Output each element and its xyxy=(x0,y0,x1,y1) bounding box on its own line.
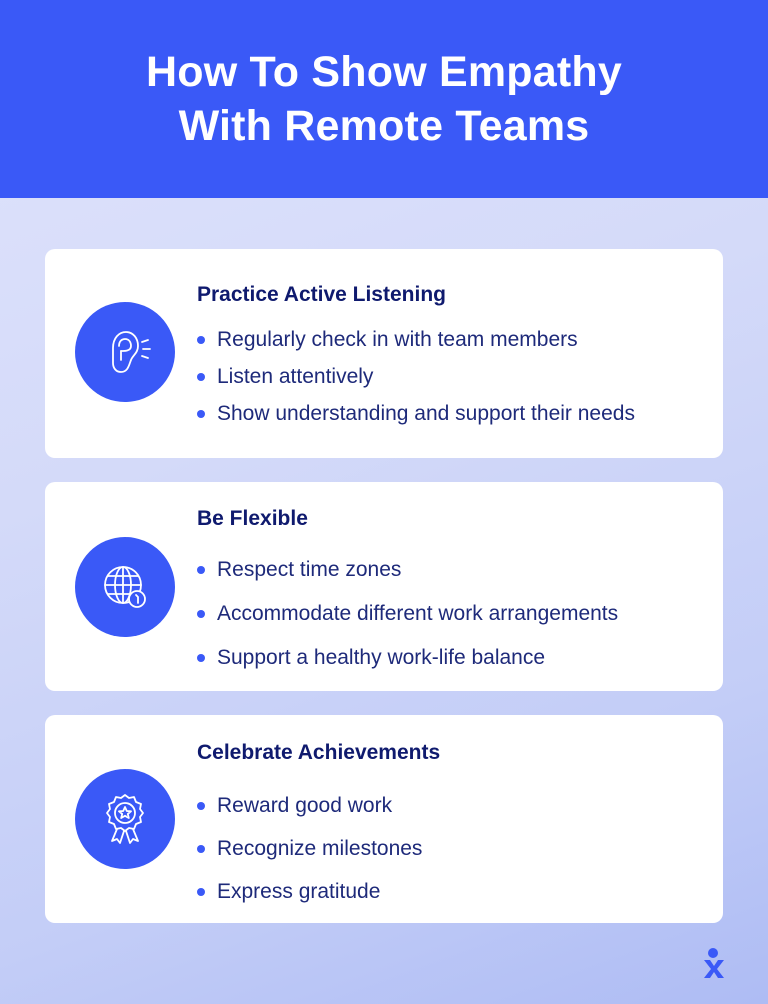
award-ribbon-star-icon xyxy=(75,769,175,869)
list-item: Respect time zones xyxy=(197,548,618,592)
list-item: Express gratitude xyxy=(197,870,422,913)
bullet-dot-icon xyxy=(197,844,205,853)
card-be-flexible: Be Flexible Respect time zones Accommoda… xyxy=(45,482,723,691)
bullet-dot-icon xyxy=(197,654,205,662)
ear-listening-icon xyxy=(75,302,175,402)
bullet-dot-icon xyxy=(197,566,205,574)
page-title-line-2: With Remote Teams xyxy=(178,102,590,150)
list-item: Listen attentively xyxy=(197,358,635,395)
card-title: Practice Active Listening xyxy=(197,283,446,306)
page-title: How To Show Empathy With Remote Teams xyxy=(146,45,622,153)
list-item: Support a healthy work-life balance xyxy=(197,636,618,680)
bullet-list: Reward good work Recognize milestones Ex… xyxy=(197,784,422,913)
page-title-line-1: How To Show Empathy xyxy=(145,48,622,96)
card-active-listening: Practice Active Listening Regularly chec… xyxy=(45,249,723,458)
person-x-logo-icon xyxy=(702,946,726,980)
card-celebrate-achievements: Celebrate Achievements Reward good work … xyxy=(45,715,723,923)
globe-clock-icon xyxy=(75,537,175,637)
list-item: Reward good work xyxy=(197,784,422,827)
bullet-dot-icon xyxy=(197,801,205,810)
bullet-dot-icon xyxy=(197,372,205,381)
list-item: Recognize milestones xyxy=(197,827,422,870)
header-banner: How To Show Empathy With Remote Teams xyxy=(0,0,768,198)
bullet-dot-icon xyxy=(197,409,205,418)
bullet-dot-icon xyxy=(197,610,205,618)
bullet-list: Respect time zones Accommodate different… xyxy=(197,548,618,680)
bullet-dot-icon xyxy=(197,887,205,896)
bullet-dot-icon xyxy=(197,335,205,344)
bullet-list: Regularly check in with team members Lis… xyxy=(197,321,635,432)
card-title: Celebrate Achievements xyxy=(197,741,441,764)
list-item: Regularly check in with team members xyxy=(197,321,635,358)
list-item: Show understanding and support their nee… xyxy=(197,395,635,432)
list-item: Accommodate different work arrangements xyxy=(197,592,618,636)
card-title: Be Flexible xyxy=(197,507,308,530)
